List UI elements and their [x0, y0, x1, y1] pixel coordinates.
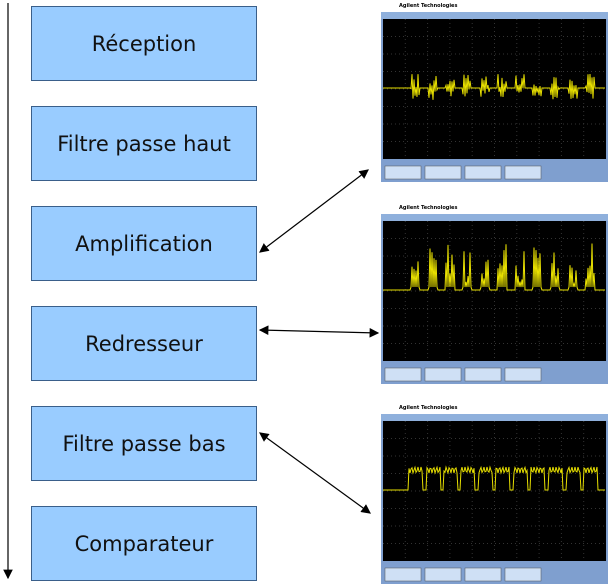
stage-filtre-passe-bas: Filtre passe bas [31, 406, 257, 481]
stage-redresseur: Redresseur [31, 306, 257, 381]
scope-softkey [505, 166, 541, 179]
stage-label: Filtre passe haut [57, 132, 231, 156]
scope-brand: Agilent Technologies [399, 0, 457, 12]
stage-label: Filtre passe bas [62, 432, 225, 456]
arrow-amplification-scope [260, 170, 368, 252]
scope-softkey [425, 166, 461, 179]
scope-softkey [465, 368, 501, 381]
scope-status-bar [381, 12, 608, 19]
scope-brand: Agilent Technologies [399, 202, 457, 214]
scope-softkey [505, 368, 541, 381]
scope-softkey [385, 568, 421, 581]
scope-softkey [425, 568, 461, 581]
stage-filtre-passe-haut: Filtre passe haut [31, 106, 257, 181]
scope-status-bar [381, 214, 608, 221]
scope-softkey [465, 568, 501, 581]
scope-softkey [385, 368, 421, 381]
stage-comparateur: Comparateur [31, 506, 257, 581]
scope-softkey [425, 368, 461, 381]
stage-reception: Réception [31, 6, 257, 81]
oscilloscope-capture-3: Agilent Technologies [381, 402, 608, 584]
scope-softkey [505, 568, 541, 581]
stage-label: Redresseur [85, 332, 203, 356]
arrow-filtre-bas-scope [260, 433, 370, 513]
scope-brand: Agilent Technologies [399, 402, 457, 414]
oscilloscope-capture-2: Agilent Technologies [381, 202, 608, 384]
oscilloscope-capture-1: Agilent Technologies [381, 0, 608, 182]
scope-status-bar [381, 414, 608, 421]
stage-label: Comparateur [75, 532, 214, 556]
scope-softkey [465, 166, 501, 179]
scope-softkey [385, 166, 421, 179]
stage-label: Réception [92, 32, 197, 56]
arrow-redresseur-scope [260, 330, 378, 333]
stage-label: Amplification [75, 232, 213, 256]
stage-amplification: Amplification [31, 206, 257, 281]
